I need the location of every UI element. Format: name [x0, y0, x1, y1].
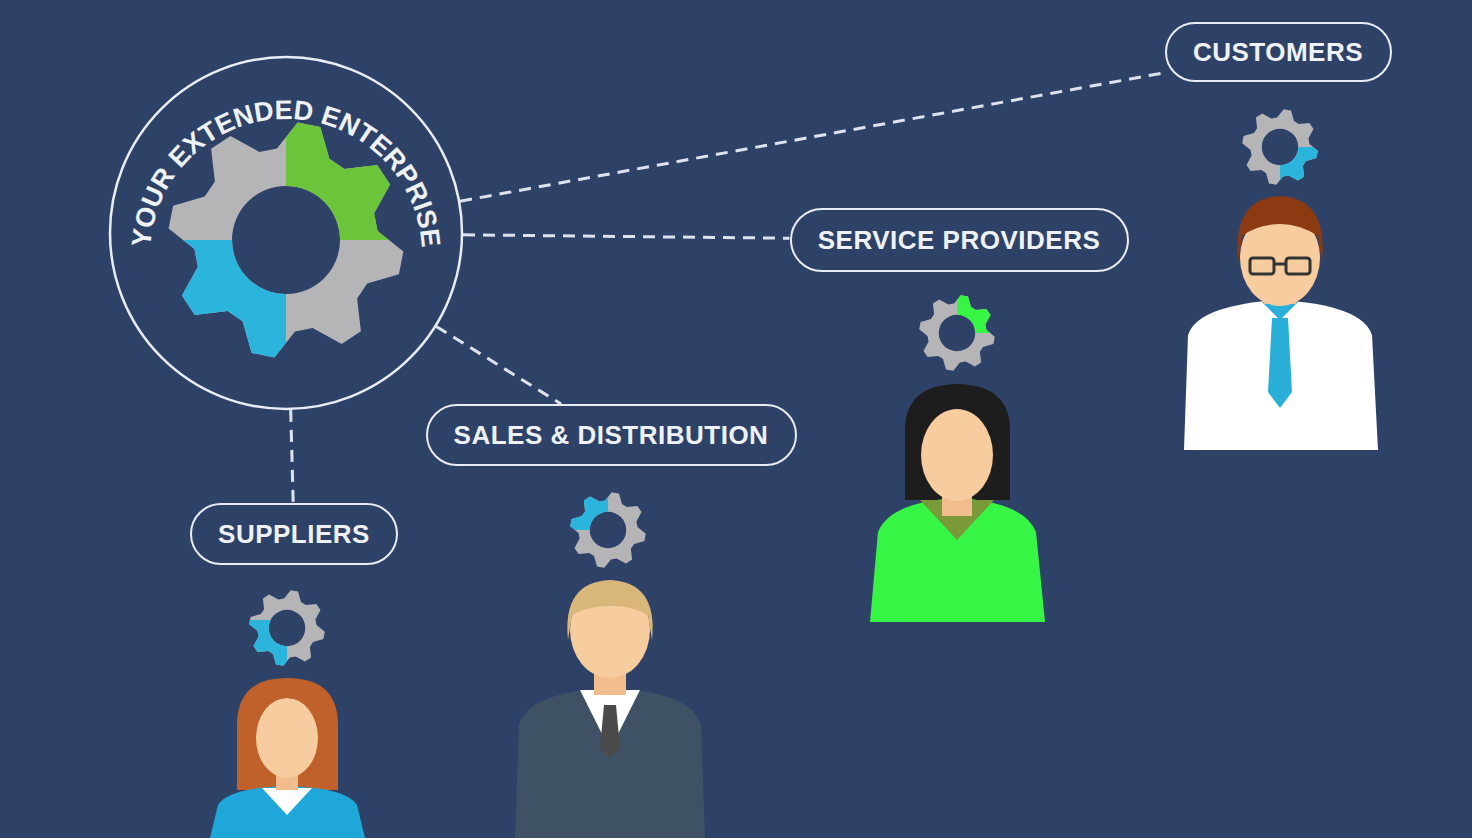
enterprise-gear: [169, 240, 286, 357]
circle-outline: YOUR EXTENDED ENTERPRISE: [108, 55, 464, 411]
small-gear: [1242, 109, 1318, 185]
sales-person: [515, 580, 705, 838]
dashed-connector: [460, 73, 1164, 202]
pill-label: SALES & DISTRIBUTION: [454, 420, 769, 451]
ring-text: YOUR EXTENDED ENTERPRISE: [126, 95, 446, 249]
dashed-connector: [291, 410, 294, 503]
small-gear: [249, 590, 325, 666]
pill-label: SUPPLIERS: [218, 519, 370, 550]
small-gear: [570, 492, 646, 568]
dashed-connector: [436, 326, 561, 404]
small-gear: [919, 295, 995, 371]
pill-label: CUSTOMERS: [1193, 37, 1363, 68]
group-pill: SERVICE PROVIDERS: [790, 208, 1129, 272]
ring-text: YOUR EXTENDED ENTERPRISE: [126, 95, 446, 249]
service-person: [870, 384, 1045, 622]
enterprise-circle: YOUR EXTENDED ENTERPRISE: [108, 55, 464, 411]
group-pill: CUSTOMERS: [1165, 22, 1392, 82]
enterprise-gear: [169, 123, 404, 358]
group-pill: SUPPLIERS: [190, 503, 398, 565]
pill-label: SERVICE PROVIDERS: [818, 225, 1101, 256]
group-pill: SALES & DISTRIBUTION: [426, 404, 797, 466]
dashed-connector: [463, 235, 790, 238]
supplier-person: [210, 678, 365, 838]
customer-person: [1184, 196, 1378, 450]
